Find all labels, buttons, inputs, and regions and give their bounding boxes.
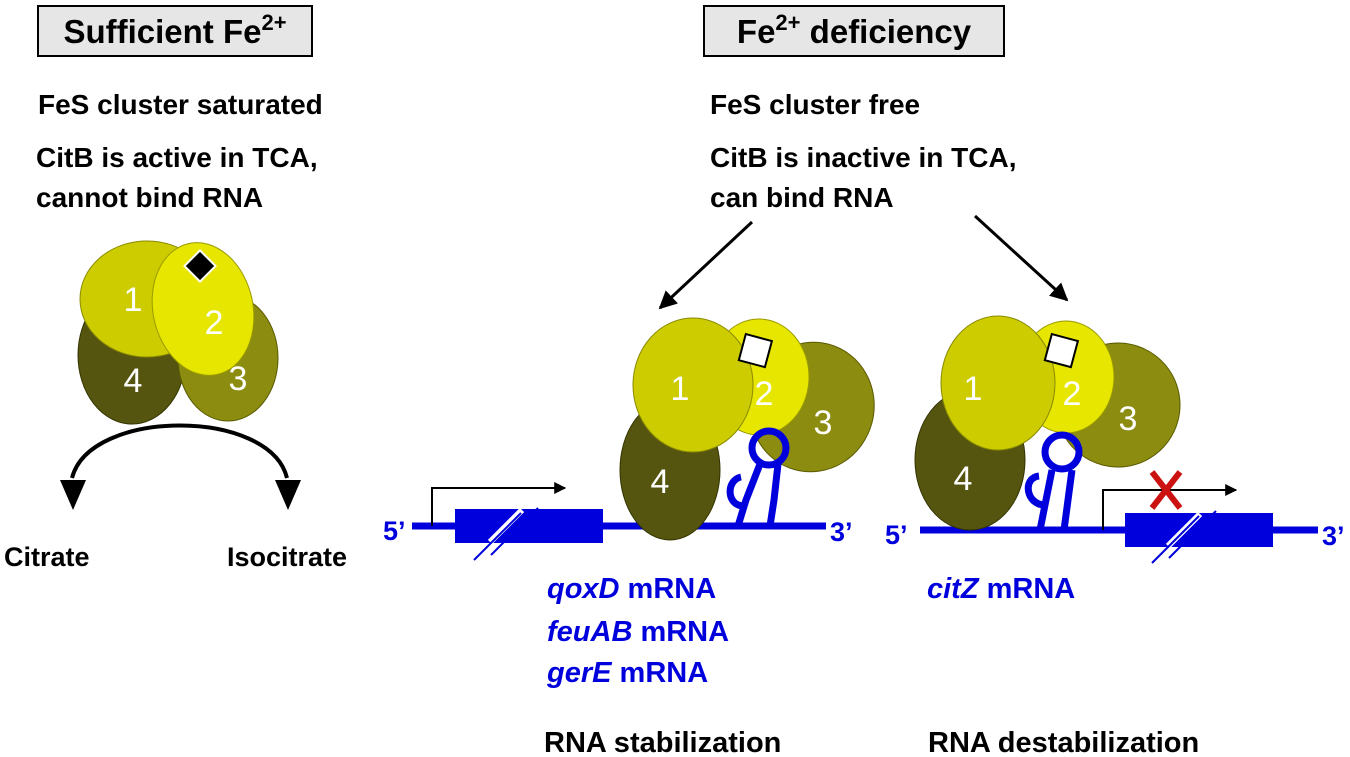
arrowhead-citrate: [60, 480, 86, 510]
fes-cluster-saturated-icon: [183, 249, 217, 283]
break-mark: [487, 507, 525, 545]
break-mark: [1151, 515, 1200, 564]
destabilized-mrna-list: citZ mRNA: [927, 573, 1075, 605]
subunit-label-1: 1: [124, 281, 143, 319]
mrna-suffix: mRNA: [611, 657, 708, 689]
subunit-label-2: 2: [1063, 375, 1082, 413]
promoter-arrow: [431, 482, 567, 526]
sufficient-fe-header-prefix: Sufficient Fe: [63, 13, 261, 50]
subunit-label-1: 1: [964, 370, 983, 408]
break-mark: [490, 507, 539, 556]
subunit-1: [940, 315, 1056, 451]
citrate-label: Citrate: [4, 542, 90, 572]
rna-stabilization-label: RNA stabilization: [544, 727, 781, 757]
fe-deficiency-header-superscript: 2+: [775, 10, 800, 35]
mrna-item: qoxD mRNA: [547, 573, 716, 605]
subunit-label-4: 4: [651, 463, 670, 501]
stem-loop: [1010, 431, 1100, 534]
rna-destabilization-label: RNA destabilization: [928, 727, 1199, 757]
fe-deficiency-header-suffix: deficiency: [801, 13, 972, 50]
mrna-item: citZ mRNA: [927, 573, 1075, 605]
gene-name: citZ: [927, 573, 980, 605]
subunit-label-2: 2: [205, 304, 224, 342]
three-prime-label: 3’: [830, 517, 853, 547]
mrna-item: gerE mRNA: [546, 657, 708, 689]
sufficient-fe-header: Sufficient Fe2+: [63, 10, 286, 50]
right-activity-line2: can bind RNA: [710, 182, 894, 213]
pointer-arrow-left: [658, 220, 754, 310]
reaction-arrow: [60, 423, 301, 510]
fe-deficiency-header-box: [703, 5, 1005, 57]
five-prime-label: 5’: [885, 520, 908, 550]
subunit-label-1: 1: [671, 370, 690, 408]
promoter-arrow: [1102, 484, 1238, 530]
fe-deficiency-header-prefix: Fe: [737, 13, 776, 50]
isocitrate-label: Isocitrate: [227, 542, 347, 572]
subunit-label-3: 3: [814, 404, 833, 442]
right-status-line: FeS cluster free: [710, 89, 920, 120]
break-mark: [1168, 510, 1217, 559]
fe-deficiency-header: Fe2+ deficiency: [737, 10, 972, 50]
citb-enzyme-active: 1 2 3 4: [77, 240, 279, 425]
left-panel: Sufficient Fe2+ FeS cluster saturated Ci…: [4, 5, 347, 572]
coding-region: [455, 509, 603, 543]
right-activity-line1: CitB is inactive in TCA,: [710, 142, 1017, 173]
five-prime-label: 5’: [383, 516, 406, 546]
left-status-line: FeS cluster saturated: [38, 89, 323, 120]
gene-name: feuAB: [547, 616, 632, 648]
subunit-1: [632, 317, 754, 453]
fes-cluster-free-icon: [737, 332, 774, 369]
mrna-suffix: mRNA: [979, 573, 1076, 605]
left-activity-line2: cannot bind RNA: [36, 182, 263, 213]
subunit-2: [151, 242, 255, 376]
subunit-label-4: 4: [124, 362, 143, 400]
left-activity-line1: CitB is active in TCA,: [36, 142, 318, 173]
three-prime-label: 3’: [1322, 521, 1345, 551]
destabilization-construct: 5’ 3’ 1 2 3 4: [885, 315, 1345, 564]
mrna-suffix: mRNA: [632, 616, 729, 648]
mrna-item: feuAB mRNA: [547, 616, 729, 648]
gene-name: qoxD: [547, 573, 620, 605]
blocked-transcription-cross-icon: [1149, 470, 1183, 510]
stabilized-mrna-list: qoxD mRNA feuAB mRNA gerE mRNA: [546, 573, 729, 689]
subunit-label-2: 2: [755, 375, 774, 413]
subunit-label-4: 4: [954, 460, 973, 498]
stem-loop: [712, 427, 818, 530]
sufficient-fe-header-superscript: 2+: [261, 10, 286, 35]
gene-name: gerE: [546, 657, 613, 689]
break-mark: [473, 512, 522, 561]
subunit-label-3: 3: [1119, 400, 1138, 438]
subunit-label-3: 3: [229, 360, 248, 398]
stabilization-construct: 5’ 3’ 1 2 3 4: [383, 317, 875, 561]
sufficient-fe-header-box: [37, 5, 313, 57]
fes-cluster-free-icon: [1043, 332, 1080, 369]
arrowhead-isocitrate: [275, 480, 301, 510]
pointer-arrow-right: [973, 214, 1069, 302]
right-panel: Fe2+ deficiency FeS cluster free CitB is…: [383, 5, 1345, 757]
mrna-suffix: mRNA: [620, 573, 717, 605]
